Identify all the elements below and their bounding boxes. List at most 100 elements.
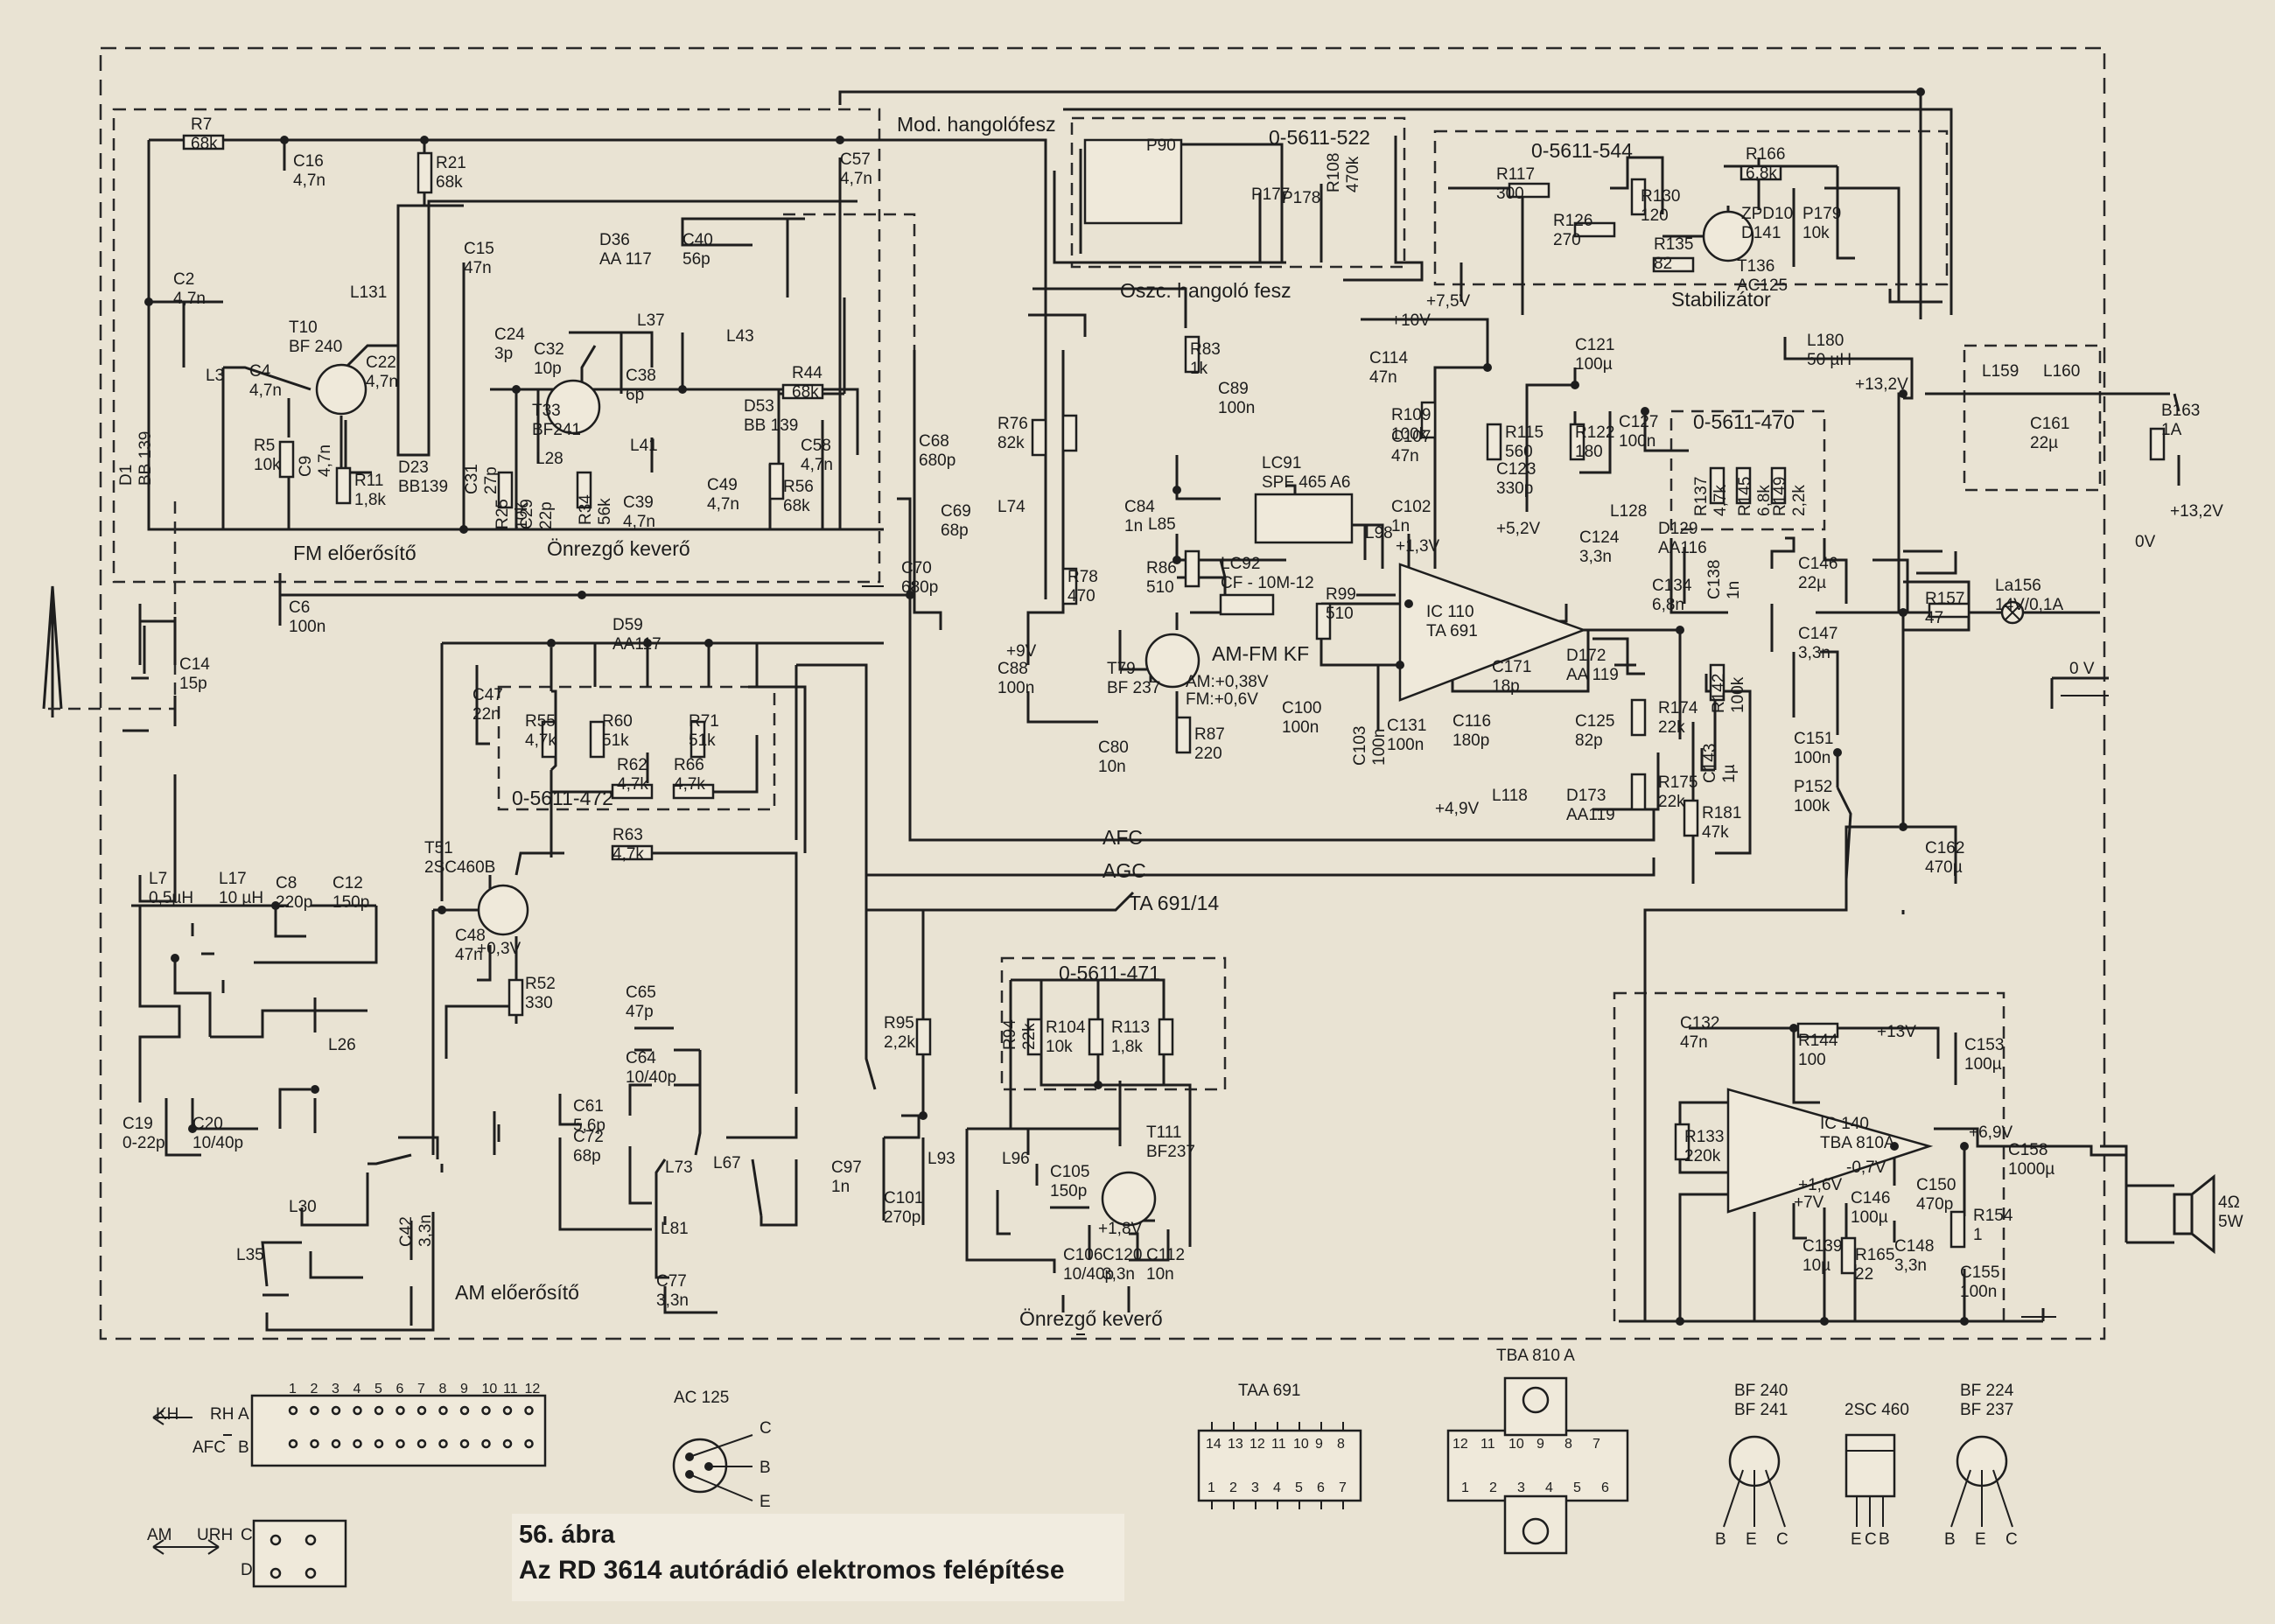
- label-components-C114-1: 47n: [1369, 368, 1397, 387]
- label-module_labels-am_pre: AM előerősítő: [455, 1281, 579, 1304]
- switch-contact: [416, 1438, 427, 1449]
- label-components-C171-1: 18p: [1492, 677, 1520, 696]
- label-components-C153-1: 100µ: [1964, 1055, 2002, 1074]
- label-components-L180-0: L180: [1807, 332, 1844, 350]
- label-components-C162-1: 470µ: [1925, 858, 1963, 877]
- label-components-C102-0: C102: [1391, 498, 1431, 516]
- label-components-C121-1: 100µ: [1575, 355, 1613, 374]
- label-components-C31-0: C31: [463, 464, 481, 494]
- label-voltages-v10: +10V: [1391, 312, 1431, 330]
- label-packages-bf240-name2: BF 241: [1734, 1401, 1788, 1419]
- label-packages-bf240-pins-2: C: [1776, 1530, 1788, 1549]
- label-components-C112-1: 10n: [1146, 1265, 1174, 1284]
- label-components-C112-0: C112: [1146, 1246, 1185, 1264]
- label-components-R144-1: 100: [1798, 1051, 1826, 1069]
- label-components-C68-1: 680p: [919, 452, 956, 470]
- switch-contact: [502, 1405, 513, 1416]
- label-components-D1-1: BB 139: [136, 431, 155, 486]
- label-components-C97-1: 1n: [831, 1178, 850, 1196]
- label-components-C155-0: C155: [1960, 1264, 1999, 1282]
- label-packages-bf224-pins-1: E: [1975, 1530, 1986, 1549]
- transistors: [315, 210, 1754, 1227]
- label-components-C146b-0: C146: [1851, 1189, 1890, 1208]
- label-components-C49-1: 4,7n: [707, 495, 739, 514]
- label-components-P179-0: P179: [1802, 205, 1841, 223]
- label-module_labels-stab: Stabilizátor: [1671, 288, 1771, 311]
- label-components-R122-0: R122: [1575, 424, 1614, 442]
- label-components-R71-1: 51k: [689, 732, 716, 750]
- label-components-R99-1: 510: [1326, 605, 1354, 623]
- label-components-C132-0: C132: [1680, 1014, 1719, 1032]
- label-components-R94-1: 22k: [1020, 1023, 1039, 1050]
- label-components-C138-0: C138: [1705, 560, 1724, 599]
- label-components-C89-1: 100n: [1218, 399, 1255, 417]
- label-components-C147-0: C147: [1798, 625, 1838, 643]
- label-components-C88-1: 100n: [998, 679, 1034, 697]
- label-components-R145-0: R145: [1736, 477, 1754, 516]
- label-components-R25-1: 10k: [513, 502, 531, 529]
- module-471-outline: [1000, 956, 1227, 1091]
- label-components-R137-0: R137: [1692, 477, 1711, 516]
- label-packages-tba810-top-1: 11: [1480, 1437, 1495, 1452]
- sc460-package: [1844, 1433, 1896, 1527]
- label-components-C124-0: C124: [1579, 528, 1620, 547]
- label-components-C69-0: C69: [941, 502, 971, 521]
- label-components-C120-1: 3,3n: [1102, 1265, 1135, 1284]
- switch-contact: [304, 1567, 317, 1579]
- label-components-C31-1: 27p: [482, 466, 500, 494]
- label-components-C148-1: 3,3n: [1894, 1256, 1927, 1275]
- label-components-D53-0: D53: [744, 397, 774, 416]
- label-components-C146-1: 22µ: [1798, 574, 1826, 592]
- label-components-R166-0: R166: [1746, 145, 1785, 164]
- label-components-C4-1: 4,7n: [249, 382, 282, 400]
- label-components-R154-0: R154: [1973, 1207, 2013, 1225]
- label-components-R94-0: R94: [1001, 1019, 1019, 1050]
- label-components-L96-0: L96: [1002, 1150, 1030, 1168]
- label-components-L17-0: L17: [219, 870, 247, 888]
- label-switch-rh: RH: [210, 1405, 234, 1424]
- label-components-C105-0: C105: [1050, 1163, 1089, 1181]
- label-components-C47-1: 22n: [472, 705, 500, 724]
- label-packages-tba810-top-5: 7: [1592, 1437, 1600, 1452]
- label-components-C16-0: C16: [293, 152, 324, 171]
- label-components-R63-1: 4,7k: [612, 845, 644, 864]
- label-components-LC91-0: LC91: [1262, 454, 1301, 472]
- label-components-L28-0: L28: [536, 450, 564, 468]
- label-components-R117-1: 300: [1496, 185, 1524, 203]
- label-switch-kh: KH: [156, 1405, 178, 1424]
- label-components-R87-0: R87: [1194, 725, 1225, 744]
- label-components-D53-1: BB 139: [744, 416, 798, 435]
- label-components-C9-0: C9: [297, 456, 315, 477]
- label-switch-a: A: [238, 1405, 249, 1424]
- label-components-L3-0: L3: [206, 367, 224, 385]
- label-packages-ac125-name: AC 125: [674, 1389, 729, 1407]
- label-components-C61-0: C61: [573, 1097, 604, 1116]
- module-522-outline: [1070, 116, 1406, 269]
- label-components-C15-0: C15: [464, 240, 494, 258]
- label-packages-tba810-top-4: 8: [1564, 1437, 1572, 1452]
- label-voltages-v13b: +13V: [1877, 1023, 1916, 1041]
- label-components-C147-1: 3,3n: [1798, 644, 1830, 662]
- label-components-T33-0: T33: [532, 402, 561, 420]
- label-packages-ac125-pins-2: E: [760, 1493, 771, 1511]
- label-components-B163-1: 1A: [2161, 421, 2182, 439]
- label-components-C8-1: 220p: [276, 893, 312, 912]
- label-components-C4-0: C4: [249, 362, 271, 381]
- label-components-C64-1: 10/40p: [626, 1068, 676, 1087]
- label-components-R78-1: 470: [1068, 587, 1096, 606]
- label-components-C48-0: C48: [455, 927, 486, 945]
- label-components-C127-0: C127: [1619, 413, 1658, 431]
- label-components-R137-1: 4,7k: [1712, 485, 1730, 516]
- label-components-L7-0: L7: [149, 870, 167, 888]
- label-components-C107-1: 47n: [1391, 447, 1419, 466]
- junctions: [144, 88, 1969, 1326]
- label-components-R34-1: 56k: [596, 498, 614, 525]
- label-switch-numbers-3: 4: [354, 1382, 361, 1396]
- switch-contact: [270, 1567, 282, 1579]
- label-components-C121-0: C121: [1575, 336, 1614, 354]
- label-components-R95-0: R95: [884, 1014, 914, 1032]
- chassis-outline: [99, 46, 2106, 1340]
- label-voltages-v132a: +13,2V: [1855, 375, 1908, 394]
- label-components-L26-0: L26: [328, 1036, 356, 1054]
